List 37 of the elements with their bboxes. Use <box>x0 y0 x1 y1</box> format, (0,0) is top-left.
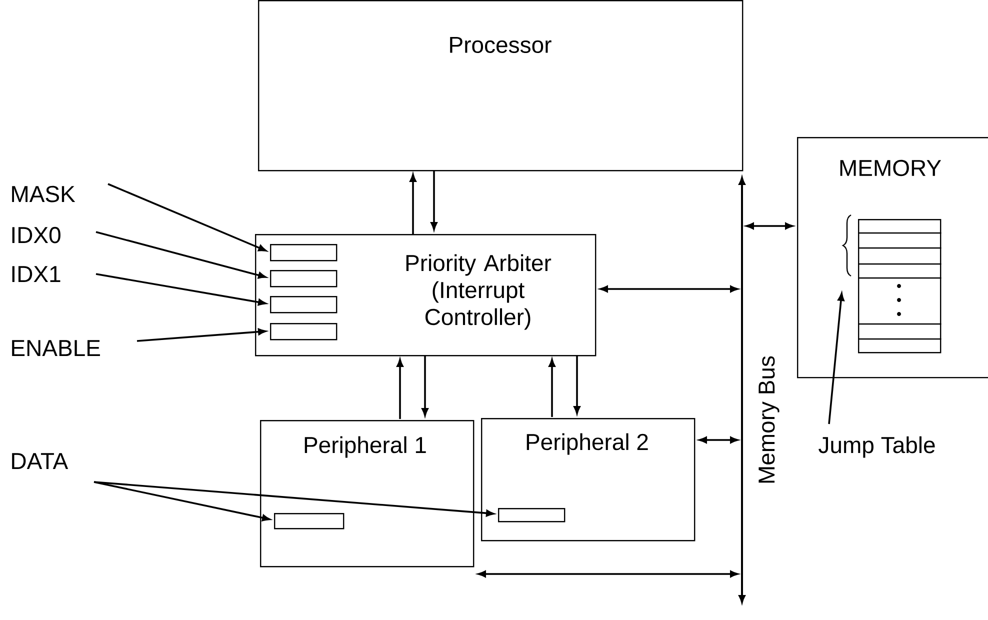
arrow <box>430 171 438 230</box>
leader-arrow <box>94 481 494 517</box>
peripheral-box: Peripheral 2 <box>481 418 696 542</box>
signal-label: Jump Table <box>818 436 935 458</box>
signal-label: IDX0 <box>12 226 60 244</box>
register-box <box>498 508 566 522</box>
bus-label: Memory Bus <box>758 356 780 483</box>
leader-arrow <box>828 292 844 424</box>
arrow <box>746 222 794 230</box>
leader-arrow <box>136 328 266 342</box>
arrow <box>478 570 738 578</box>
arrow <box>574 356 580 414</box>
arrow <box>698 436 738 444</box>
register-box <box>270 270 338 288</box>
arrow <box>600 286 738 292</box>
arrow <box>410 174 416 234</box>
processor-box: Processor <box>258 0 744 172</box>
signal-label: ENABLE <box>12 340 100 356</box>
memory-bus <box>738 176 746 604</box>
arrow <box>396 358 404 419</box>
memory-box: MEMORY <box>797 137 988 378</box>
signal-label: MASK <box>12 186 76 202</box>
register-box <box>270 296 338 314</box>
peripheral-box: Peripheral 1 <box>260 420 474 568</box>
jump-table <box>858 219 942 354</box>
leader-arrow <box>94 481 270 522</box>
arbiter-box: Priority Arbiter (Interrupt Controller) <box>255 234 596 356</box>
register-box <box>270 323 338 340</box>
register-box <box>270 244 338 262</box>
signal-label: DATA <box>12 453 68 469</box>
leader-arrow <box>96 231 266 279</box>
leader-arrow <box>108 183 266 252</box>
arrow <box>422 356 428 416</box>
register-box <box>274 513 344 530</box>
leader-arrow <box>96 273 266 306</box>
signal-label: IDX1 <box>12 266 60 282</box>
arrow <box>548 358 556 417</box>
